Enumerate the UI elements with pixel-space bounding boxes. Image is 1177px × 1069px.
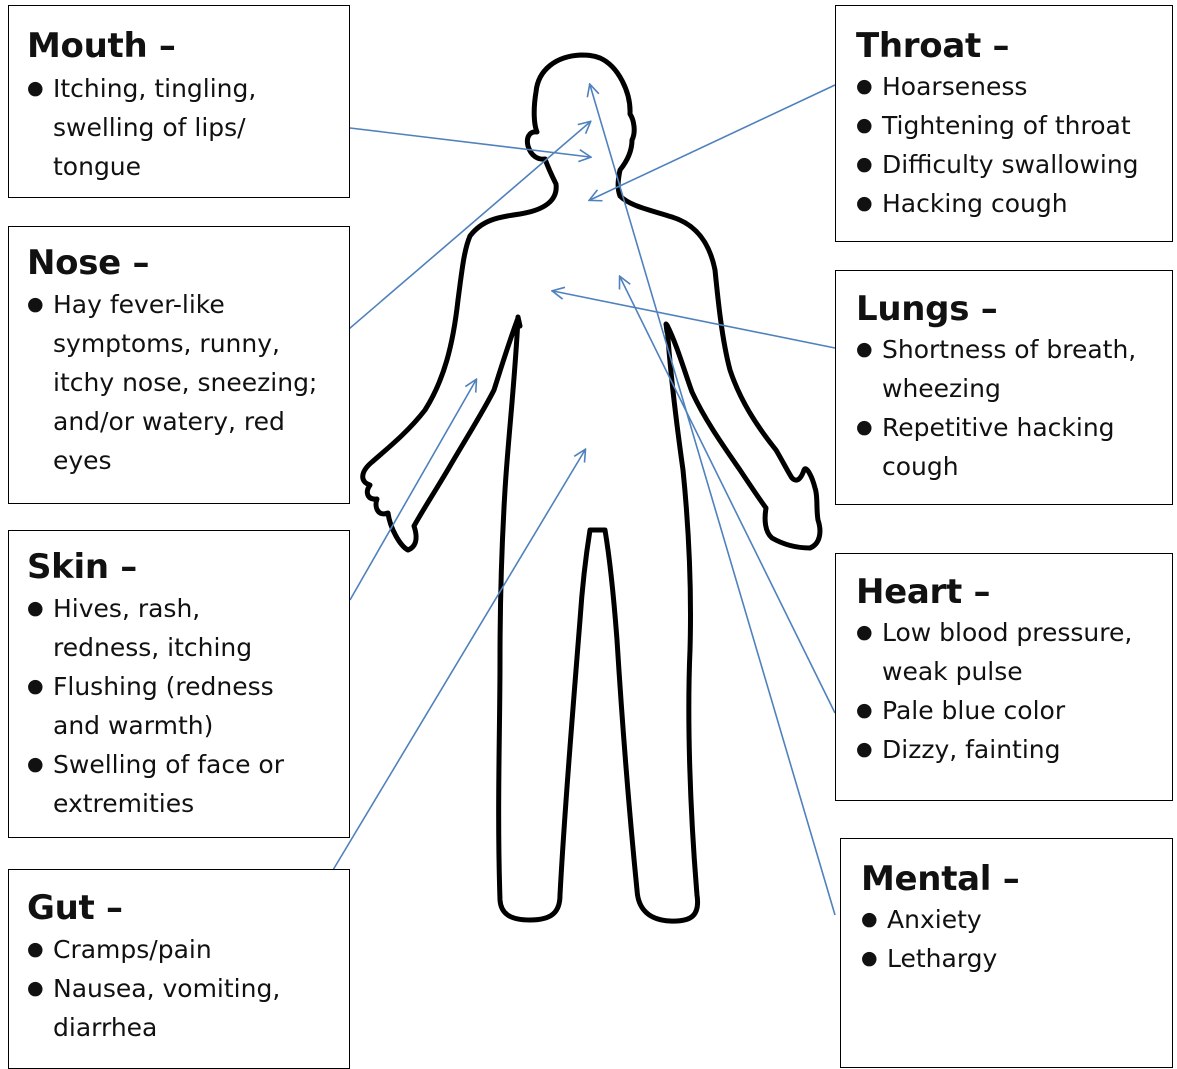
mental-symptom: Lethargy xyxy=(861,939,1166,978)
lungs-symptom: Shortness of breath, wheezing xyxy=(856,330,1166,408)
heart-connector xyxy=(620,277,835,713)
nose-connector xyxy=(328,122,590,347)
skin-symptom: Swelling of face or extremities xyxy=(27,745,341,823)
heart-symptom: Low blood pressure, weak pulse xyxy=(856,613,1166,691)
mouth-symptom: Itching, tingling, swelling of lips/ ton… xyxy=(27,69,337,186)
gut-symptom: Nausea, vomiting, diarrhea xyxy=(27,969,341,1047)
skin-title: Skin – xyxy=(27,549,341,586)
mental-panel: Mental – Anxiety Lethargy xyxy=(840,838,1173,1068)
gut-panel: Gut – Cramps/pain Nausea, vomiting, diar… xyxy=(8,869,350,1069)
mental-symptom: Anxiety xyxy=(861,900,1166,939)
right-armpit-mark xyxy=(666,324,667,332)
nose-title: Nose – xyxy=(27,245,341,282)
heart-symptom: Pale blue color xyxy=(856,691,1166,730)
throat-symptom: Tightening of throat xyxy=(856,106,1166,145)
heart-panel: Heart – Low blood pressure, weak pulse P… xyxy=(835,553,1173,801)
gut-connector xyxy=(333,450,585,870)
skin-symptom: Hives, rash, redness, itching xyxy=(27,589,341,667)
skin-symptom: Flushing (redness and warmth) xyxy=(27,667,341,745)
throat-panel: Throat – Hoarseness Tightening of throat… xyxy=(835,5,1173,242)
throat-symptom: Hoarseness xyxy=(856,67,1166,106)
mental-title: Mental – xyxy=(861,861,1166,898)
human-body-outline xyxy=(363,55,820,921)
gut-title: Gut – xyxy=(27,890,341,927)
skin-panel: Skin – Hives, rash, redness, itching Flu… xyxy=(8,530,350,838)
throat-title: Throat – xyxy=(856,28,1166,65)
heart-title: Heart – xyxy=(856,574,1166,611)
gut-symptom: Cramps/pain xyxy=(27,930,341,969)
mouth-panel: Mouth – Itching, tingling, swelling of l… xyxy=(8,5,350,198)
throat-symptom: Hacking cough xyxy=(856,184,1166,223)
lungs-title: Lungs – xyxy=(856,291,1166,328)
lungs-panel: Lungs – Shortness of breath, wheezing Re… xyxy=(835,270,1173,505)
throat-symptom: Difficulty swallowing xyxy=(856,145,1166,184)
throat-connector xyxy=(590,85,835,200)
lungs-connector xyxy=(553,291,835,348)
lungs-symptom: Repetitive hacking cough xyxy=(856,408,1166,486)
mouth-title: Mouth – xyxy=(27,28,337,65)
left-armpit-mark xyxy=(518,317,520,326)
nose-symptom: Hay fever-like symptoms, runny, itchy no… xyxy=(27,285,341,480)
nose-panel: Nose – Hay fever-like symptoms, runny, i… xyxy=(8,226,350,504)
heart-symptom: Dizzy, fainting xyxy=(856,730,1166,769)
